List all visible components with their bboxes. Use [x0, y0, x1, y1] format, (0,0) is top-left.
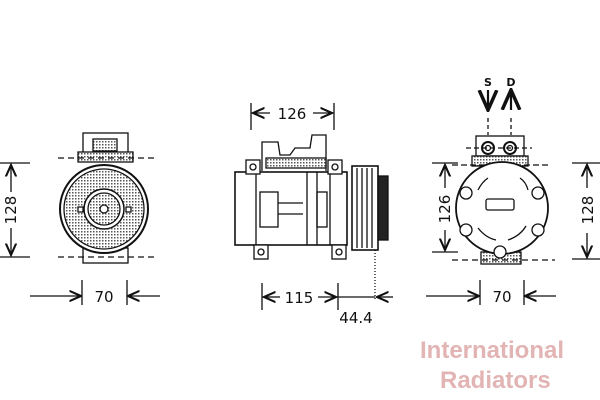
rear-width-dimension: 70: [426, 280, 556, 306]
svg-text:115: 115: [285, 289, 314, 307]
side-top-dimension: 126: [250, 103, 335, 130]
svg-text:70: 70: [94, 288, 113, 306]
svg-text:Radiators: Radiators: [440, 367, 551, 394]
front-view: [58, 132, 158, 264]
side-view: [234, 134, 389, 300]
rear-view: S D: [452, 76, 555, 265]
svg-text:S: S: [484, 76, 492, 89]
svg-text:44.4: 44.4: [339, 309, 372, 327]
rear-right-height-dimension: 128: [572, 162, 600, 260]
svg-text:128: 128: [579, 196, 597, 225]
svg-text:D: D: [506, 76, 515, 89]
svg-text:126: 126: [436, 195, 454, 224]
side-clutch-dimension: 44.4: [338, 297, 393, 327]
front-height-dimension: 128: [0, 162, 30, 258]
svg-text:70: 70: [492, 288, 511, 306]
svg-text:126: 126: [278, 105, 307, 123]
side-body-dimension: 115: [261, 283, 339, 310]
watermark: International Radiators: [420, 337, 564, 394]
rear-left-height-dimension: 126: [432, 162, 458, 253]
svg-text:128: 128: [2, 196, 20, 225]
svg-text:International: International: [420, 337, 564, 364]
front-width-dimension: 70: [30, 280, 160, 306]
